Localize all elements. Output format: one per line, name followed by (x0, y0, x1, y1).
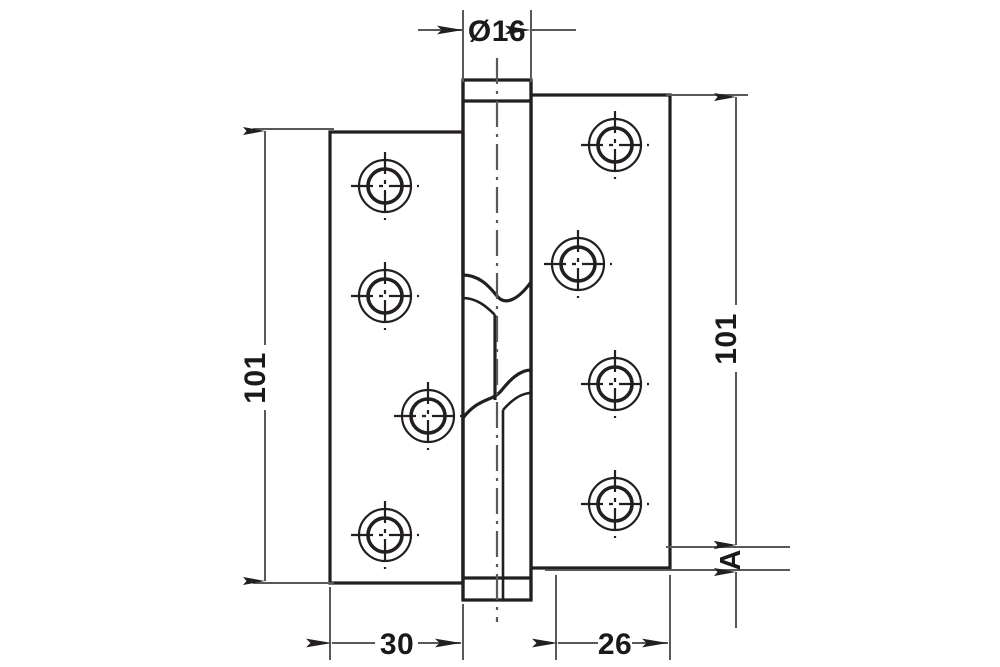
screw-hole-left-3 (394, 382, 462, 450)
dimension-lift-a: A (545, 513, 790, 628)
dim-label-right-leaf-height: 101 (710, 313, 743, 365)
dim-label-left-leaf-height: 101 (239, 352, 272, 404)
screw-hole-right-4 (581, 470, 649, 538)
screw-hole-right-3 (581, 350, 649, 418)
dim-label-knuckle-diameter: Ø16 (468, 15, 526, 48)
dimension-right-leaf-width: 26 (532, 575, 671, 661)
screw-hole-right-2 (544, 230, 612, 298)
dimension-left-leaf-width: 30 (306, 587, 464, 661)
screw-hole-right-1 (581, 111, 649, 179)
cam-upper-helix-back (462, 296, 496, 316)
screw-holes-group (351, 111, 649, 569)
screw-hole-left-4 (351, 501, 419, 569)
dimension-left-leaf-height: 101 (239, 127, 334, 585)
dimension-knuckle-diameter: Ø16 (418, 10, 576, 82)
dim-label-lift-a: A (715, 549, 747, 570)
screw-hole-left-2 (351, 262, 419, 330)
screw-hole-left-1 (351, 152, 419, 220)
dim-label-right-leaf-width: 26 (598, 628, 632, 661)
dim-label-left-leaf-width: 30 (380, 628, 414, 661)
cam-lower-helix-back (502, 391, 532, 411)
cam-lower-helix-front (461, 368, 532, 419)
